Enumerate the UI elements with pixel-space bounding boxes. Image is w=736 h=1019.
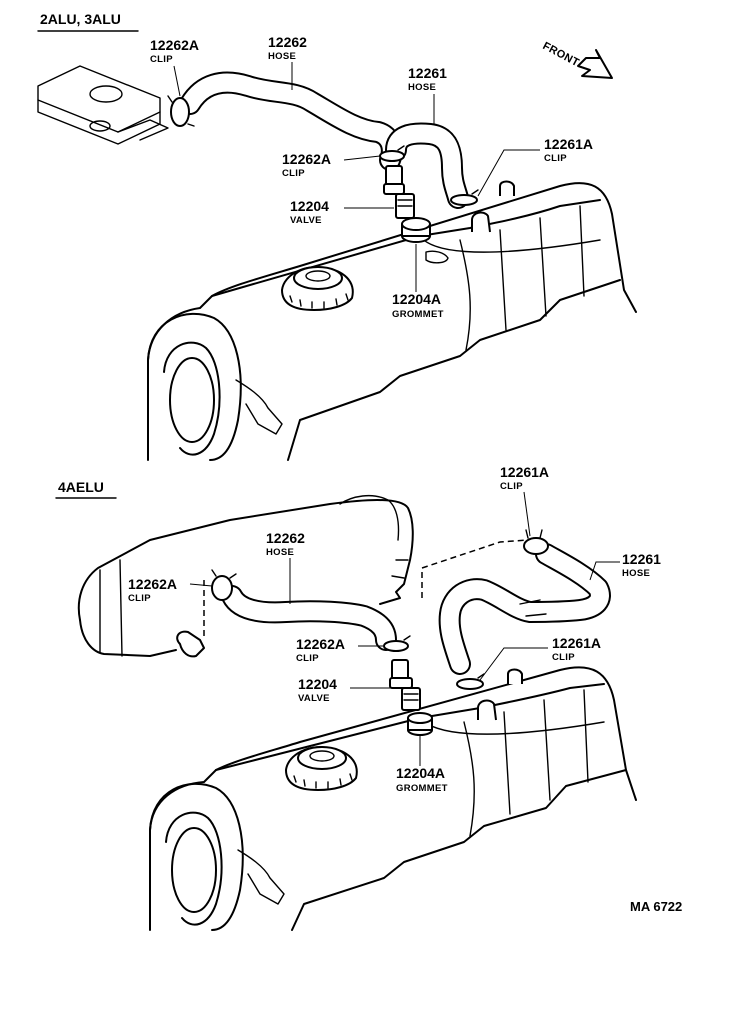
hose-12262-top: [179, 71, 403, 171]
callout-12204a-grommet-top: 12204A GROMMET: [392, 244, 444, 320]
part-name: HOSE: [622, 568, 650, 579]
clip-12261a-bottom-top: [523, 537, 549, 555]
clip-12262a-top-mid: [379, 150, 405, 162]
part-number: 12261: [622, 551, 661, 567]
part-name: CLIP: [128, 593, 151, 604]
part-number: 12262: [268, 34, 307, 50]
intake-manifold-bottom: [77, 494, 414, 658]
part-name: VALVE: [298, 693, 330, 704]
dashed-guide-bottom: [421, 539, 529, 598]
part-name: CLIP: [500, 481, 523, 492]
part-number: 12262: [266, 530, 305, 546]
pcv-valve-12204-top: [383, 165, 415, 219]
callout-12261a-clip-bottom-low: 12261A CLIP: [479, 635, 601, 681]
hose-12262-bottom: [221, 585, 397, 651]
front-arrow-label: FRONT: [541, 40, 581, 69]
reference-code: MA 6722: [630, 899, 682, 914]
part-number: 12261A: [544, 136, 593, 152]
manifold-fragment: [37, 65, 169, 145]
callout-12262a-clip-top-mid: 12262A CLIP: [282, 151, 381, 179]
part-number: 12261A: [552, 635, 601, 651]
engine-head-cover-top: [147, 180, 637, 461]
callout-12262a-clip-bottom-mid: 12262A CLIP: [296, 636, 384, 664]
hose-12261-bottom: [438, 543, 611, 675]
part-number: 12262A: [150, 37, 199, 53]
callout-12204-valve-top: 12204 VALVE: [290, 198, 394, 226]
callout-12262-hose-bottom: 12262 HOSE: [266, 530, 305, 604]
part-name: GROMMET: [396, 783, 448, 794]
clip-12261a-bottom-low: [456, 678, 484, 690]
part-number: 12204A: [392, 291, 441, 307]
callout-12262a-clip-top-left: 12262A CLIP: [150, 37, 199, 97]
part-number: 12261A: [500, 464, 549, 480]
callout-12261a-clip-bottom-top: 12261A CLIP: [500, 464, 549, 537]
part-name: CLIP: [150, 54, 173, 65]
part-name: CLIP: [552, 652, 575, 663]
part-number: 12262A: [128, 576, 177, 592]
part-name: HOSE: [266, 547, 294, 558]
callout-12261-hose-top: 12261 HOSE: [408, 65, 447, 124]
part-name: CLIP: [296, 653, 319, 664]
part-name: HOSE: [268, 51, 296, 62]
section-bottom: 4AELU: [55, 464, 661, 931]
callout-12261-hose-bottom: 12261 HOSE: [589, 551, 661, 581]
clip-12262a-top-left: [170, 97, 190, 127]
hose-12261-top: [385, 122, 469, 209]
section-top: 2ALU, 3ALU: [37, 11, 637, 461]
part-number: 12204: [290, 198, 329, 214]
part-name: GROMMET: [392, 309, 444, 320]
callout-12204-valve-bottom: 12204 VALVE: [298, 676, 400, 704]
engine-head-cover-bottom: [149, 666, 637, 931]
part-number: 12262A: [282, 151, 331, 167]
part-name: HOSE: [408, 82, 436, 93]
part-number: 12204A: [396, 765, 445, 781]
section-heading-bottom: 4AELU: [58, 479, 104, 495]
part-number: 12204: [298, 676, 337, 692]
part-name: CLIP: [282, 168, 305, 179]
section-heading-top: 2ALU, 3ALU: [40, 11, 121, 27]
grommet-12204a-bottom: [407, 712, 433, 736]
callout-12262-hose-top: 12262 HOSE: [268, 34, 307, 90]
callout-12261a-clip-top: 12261A CLIP: [477, 136, 593, 197]
part-name: VALVE: [290, 215, 322, 226]
clip-12262a-bottom-mid: [383, 640, 409, 652]
pcv-valve-12204-bottom: [389, 659, 421, 711]
clip-12261a-top: [450, 194, 478, 206]
front-direction-arrow-icon: FRONT: [541, 40, 613, 79]
part-number: 12262A: [296, 636, 345, 652]
callout-12204a-grommet-bottom: 12204A GROMMET: [396, 736, 448, 794]
callout-12262a-clip-bottom-left: 12262A CLIP: [128, 576, 213, 604]
part-name: CLIP: [544, 153, 567, 164]
part-number: 12261: [408, 65, 447, 81]
grommet-12204a-top: [401, 217, 431, 243]
clip-12262a-bottom-left: [211, 575, 233, 601]
